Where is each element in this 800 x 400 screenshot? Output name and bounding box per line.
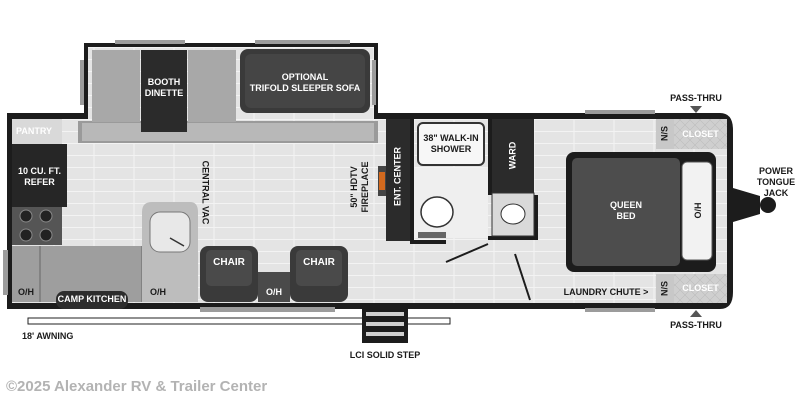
- dinette-bench-right: [188, 50, 236, 122]
- stove: [12, 207, 62, 245]
- closet-bottom-label: CLOSET: [682, 283, 719, 293]
- refrigerator: [12, 144, 67, 207]
- camp-kitchen: [56, 291, 128, 309]
- central-vac-label: CENTRAL VAC: [200, 160, 211, 225]
- chair-right-label: CHAIR: [303, 257, 335, 268]
- oh-chairs-label: O/H: [265, 287, 282, 297]
- headboard-overhead: [681, 161, 713, 261]
- shower: [417, 122, 485, 166]
- closet-top: [674, 119, 727, 149]
- laundry-chute-label: LAUNDRY CHUTE >: [563, 287, 649, 297]
- oh-mid-label: O/H: [149, 287, 166, 297]
- pantry-label: PANTRY: [16, 126, 52, 136]
- ent-center-label: ENT. CENTER: [392, 147, 403, 207]
- awning-label: 18' AWNING: [22, 331, 74, 341]
- awning: [27, 317, 451, 325]
- chair-left-label: CHAIR: [213, 257, 245, 268]
- pantry: [12, 119, 62, 144]
- oh-left-label: O/H: [17, 287, 34, 297]
- kitchen-sink: [149, 211, 191, 253]
- closet-top-label: CLOSET: [682, 129, 719, 139]
- pass-thru-bottom-label: PASS-THRU: [670, 320, 722, 330]
- tongue-jack: [733, 188, 760, 222]
- dinette-bench-left: [92, 50, 140, 122]
- ho-label: H/O: [692, 202, 703, 219]
- ent-center: [386, 119, 410, 241]
- pass-thru-arrow-top: [690, 106, 702, 113]
- toilet: [420, 196, 454, 228]
- solid-step-label: LCI SOLID STEP: [349, 350, 421, 360]
- ward-label: WARD: [507, 141, 518, 170]
- ns-bottom-label: N/S: [659, 281, 670, 297]
- pass-thru-arrow-bottom: [690, 310, 702, 317]
- closet-bottom: [674, 274, 727, 303]
- wardrobe: [492, 119, 534, 193]
- ns-top-label: N/S: [659, 126, 670, 142]
- camp-kitchen-label: CAMP KITCHEN: [57, 294, 127, 304]
- copyright-text: ©2025 Alexander RV & Trailer Center: [6, 378, 268, 395]
- dinette-table: [141, 50, 187, 132]
- pass-thru-top-label: PASS-THRU: [670, 93, 722, 103]
- night-stand-bottom: [656, 274, 674, 303]
- night-stand-top: [656, 119, 674, 149]
- end-table: [258, 272, 290, 302]
- refer-label: 10 CU. FT.REFER: [17, 166, 61, 187]
